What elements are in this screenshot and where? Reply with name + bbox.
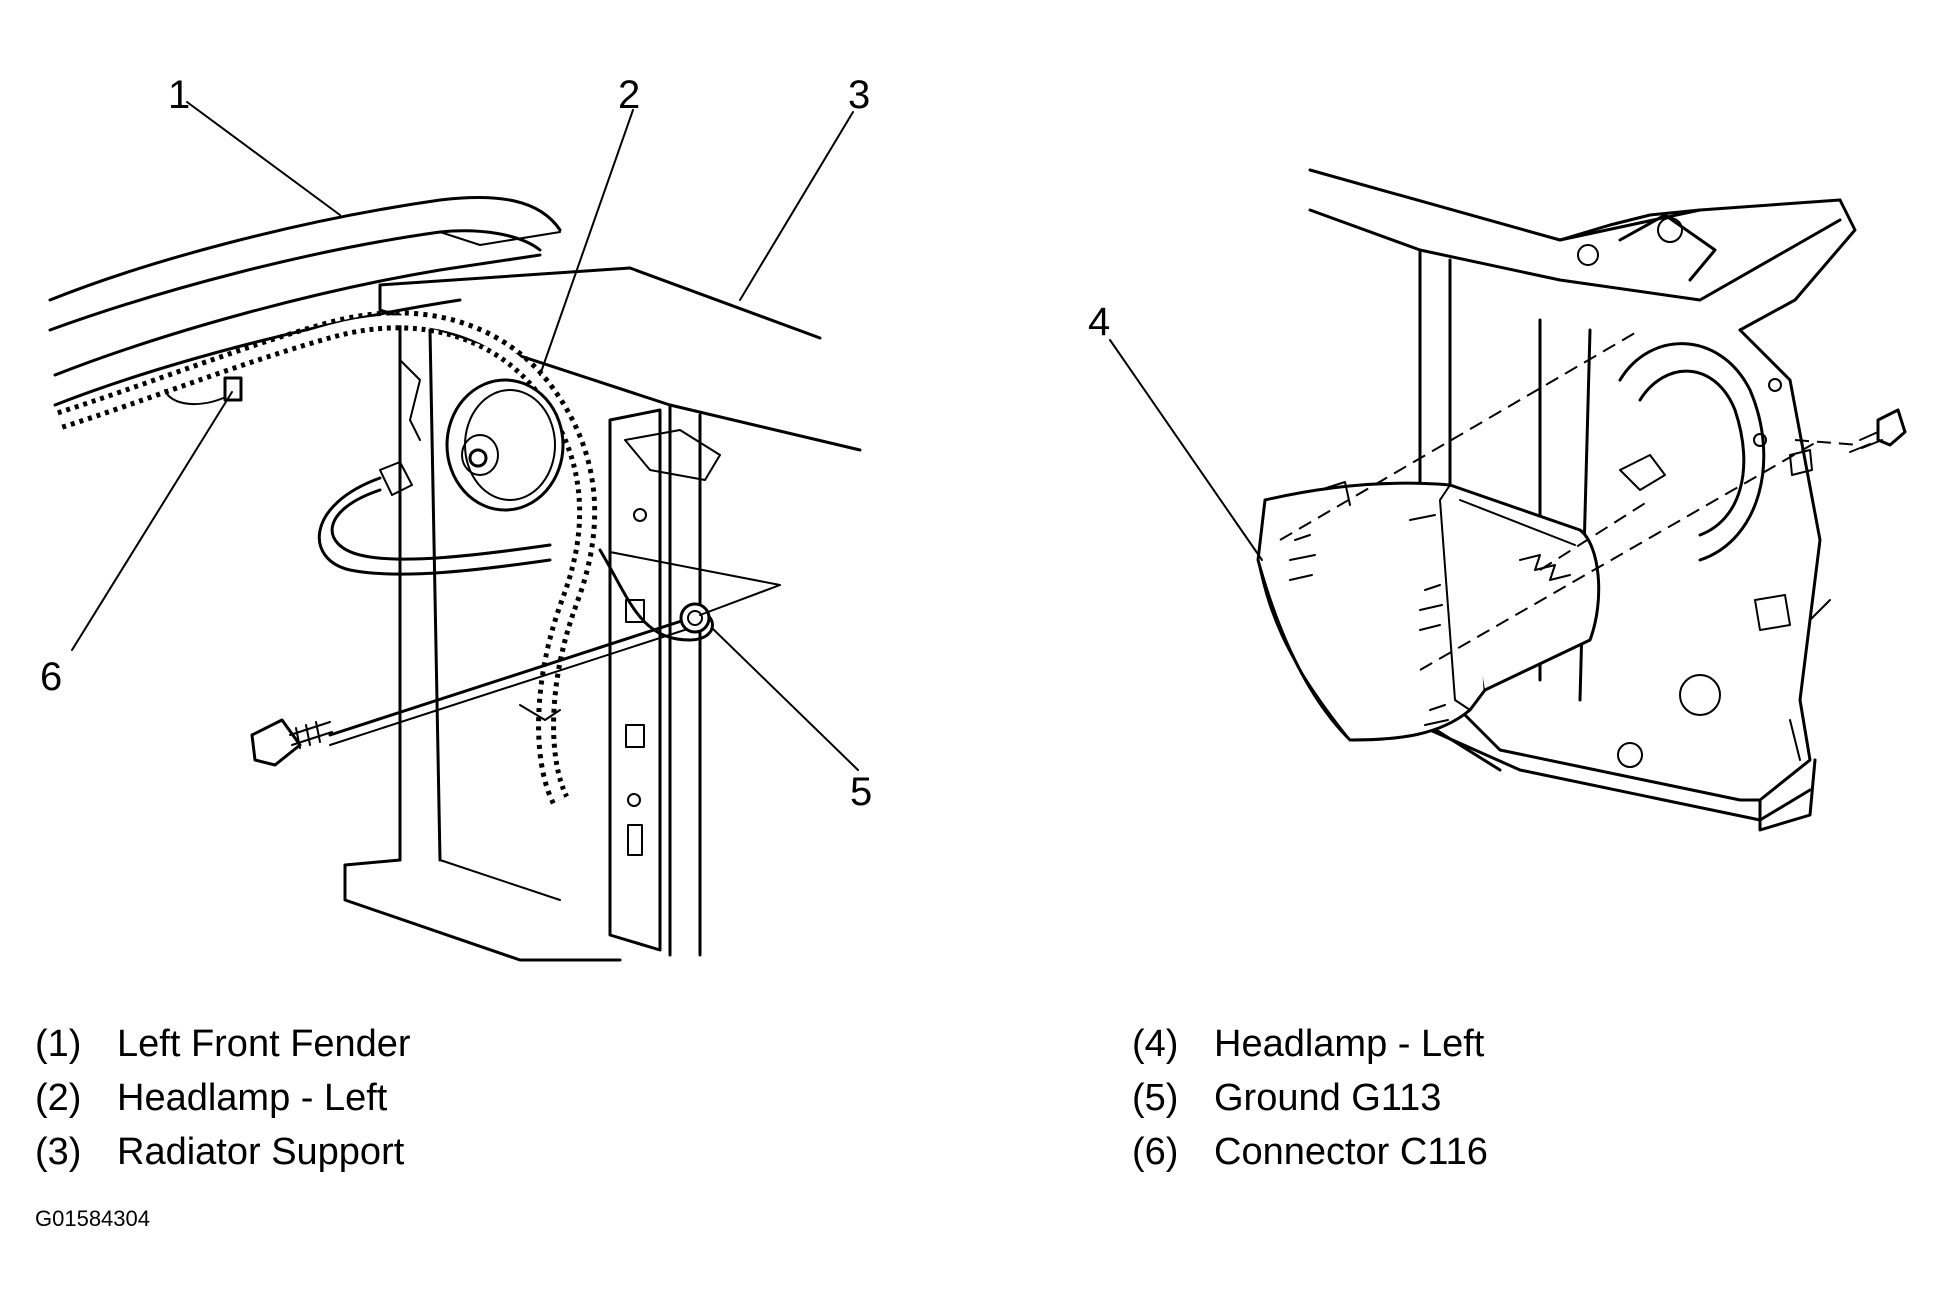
legend-text: Radiator Support bbox=[117, 1131, 405, 1173]
left-headlamp-rectangular bbox=[1256, 481, 1601, 742]
legend-text: Headlamp - Left bbox=[117, 1077, 388, 1119]
wiring-harness bbox=[57, 310, 714, 805]
legend-number: (2) bbox=[35, 1077, 82, 1119]
legend-item-1: (1) Left Front Fender bbox=[35, 1022, 411, 1066]
legend-number: (5) bbox=[1132, 1077, 1179, 1119]
radiator-support bbox=[343, 266, 862, 962]
right-illustration bbox=[1109, 168, 1907, 832]
left-headlamp-round bbox=[445, 378, 565, 512]
legend-text: Ground G113 bbox=[1214, 1077, 1442, 1119]
legend-text: Left Front Fender bbox=[117, 1023, 411, 1065]
leader-line-4 bbox=[1109, 339, 1263, 561]
left-illustration bbox=[48, 101, 862, 962]
alignment-lines bbox=[1279, 329, 1861, 671]
callout-3: 3 bbox=[848, 73, 870, 117]
legend-text: Headlamp - Left bbox=[1214, 1023, 1485, 1065]
adjuster-screw bbox=[1849, 408, 1907, 453]
legend-item-6: (6) Connector C116 bbox=[1132, 1130, 1488, 1174]
legend-item-5: (5) Ground G113 bbox=[1132, 1076, 1441, 1120]
legend-number: (1) bbox=[35, 1023, 82, 1065]
legend-number: (3) bbox=[35, 1131, 82, 1173]
left-leader-lines bbox=[71, 101, 859, 771]
legend-item-2: (2) Headlamp - Left bbox=[35, 1076, 387, 1120]
callout-5: 5 bbox=[850, 770, 872, 814]
callout-4: 4 bbox=[1088, 300, 1110, 344]
callout-2: 2 bbox=[618, 73, 640, 117]
legend-item-3: (3) Radiator Support bbox=[35, 1130, 404, 1174]
left-front-fender bbox=[48, 196, 562, 407]
figure-id: G01584304 bbox=[35, 1206, 150, 1231]
legend-text: Connector C116 bbox=[1214, 1131, 1488, 1173]
legend-number: (6) bbox=[1132, 1131, 1179, 1173]
legend-item-4: (4) Headlamp - Left bbox=[1132, 1022, 1484, 1066]
legend-number: (4) bbox=[1132, 1023, 1179, 1065]
callout-6: 6 bbox=[40, 655, 62, 699]
callout-1: 1 bbox=[168, 73, 190, 117]
ground-bolt bbox=[250, 551, 781, 767]
